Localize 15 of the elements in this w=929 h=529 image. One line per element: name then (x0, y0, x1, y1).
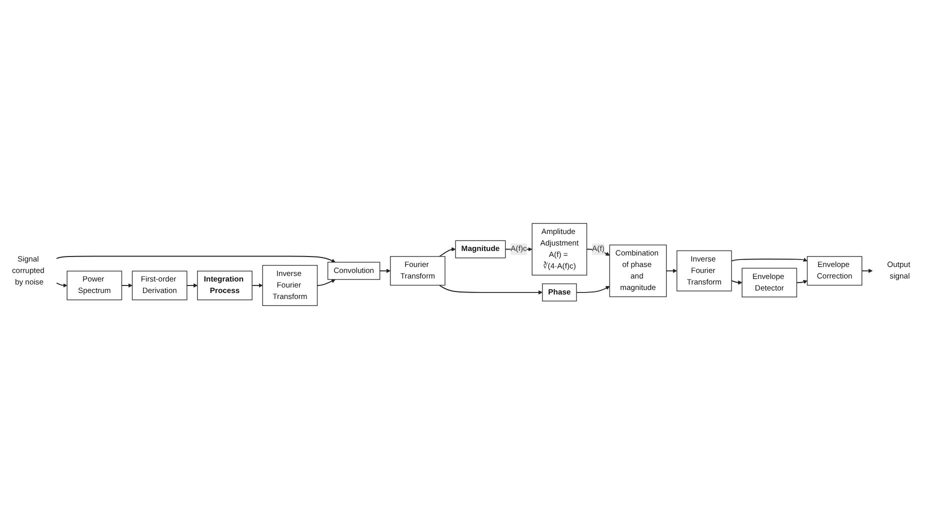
arrow (666, 268, 678, 273)
arrow (121, 283, 132, 288)
arrow (316, 279, 336, 286)
arrow (379, 268, 391, 273)
arrow (186, 283, 198, 288)
arrow (56, 256, 336, 263)
arrow (861, 268, 873, 273)
arrow (576, 286, 610, 293)
arrow (731, 258, 808, 262)
arrow (438, 284, 543, 295)
arrow (731, 280, 742, 285)
arrow (252, 283, 263, 288)
arrow (438, 247, 456, 257)
arrow (56, 282, 68, 288)
arrow (796, 280, 808, 284)
